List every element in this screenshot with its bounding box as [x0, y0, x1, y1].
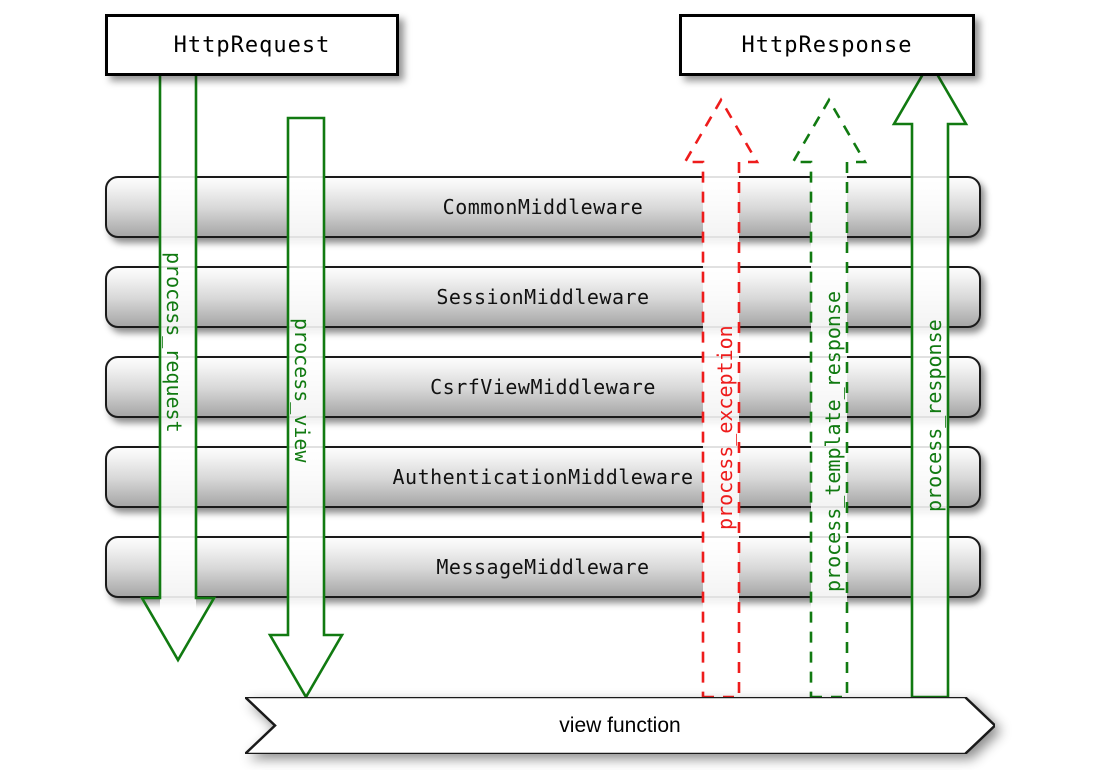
process-template-response-label: process_template_response [821, 290, 845, 592]
middleware-label: CsrfViewMiddleware [430, 375, 656, 399]
process-template-response-arrow [790, 97, 868, 699]
process-response-label: process_response [922, 319, 946, 512]
view-function-label: view function [559, 713, 681, 737]
process-view-lane [288, 118, 324, 697]
process-request-label: process_request [162, 252, 186, 433]
middleware-label: MessageMiddleware [436, 555, 650, 579]
http-request-box: HttpRequest [105, 14, 399, 76]
middleware-label: SessionMiddleware [436, 285, 650, 309]
process-view-arrow [267, 116, 345, 700]
view-function-shape [245, 697, 995, 754]
middleware-label: AuthenticationMiddleware [392, 465, 694, 489]
process-view-label: process_view [290, 318, 314, 463]
middleware-label: CommonMiddleware [442, 195, 644, 219]
process-exception-lane [703, 100, 739, 697]
process-request-arrow [139, 66, 217, 663]
process-template-response-lane [811, 100, 847, 697]
process-exception-arrow [682, 97, 760, 699]
process-response-arrow [891, 59, 969, 699]
process-request-lane [160, 68, 196, 660]
process-exception-label: process_exception [713, 325, 737, 530]
view-function-banner [245, 697, 995, 754]
http-response-box: HttpResponse [679, 14, 975, 76]
http-request-label: HttpRequest [173, 32, 331, 58]
http-response-label: HttpResponse [741, 32, 913, 58]
process-response-lane [912, 62, 948, 697]
